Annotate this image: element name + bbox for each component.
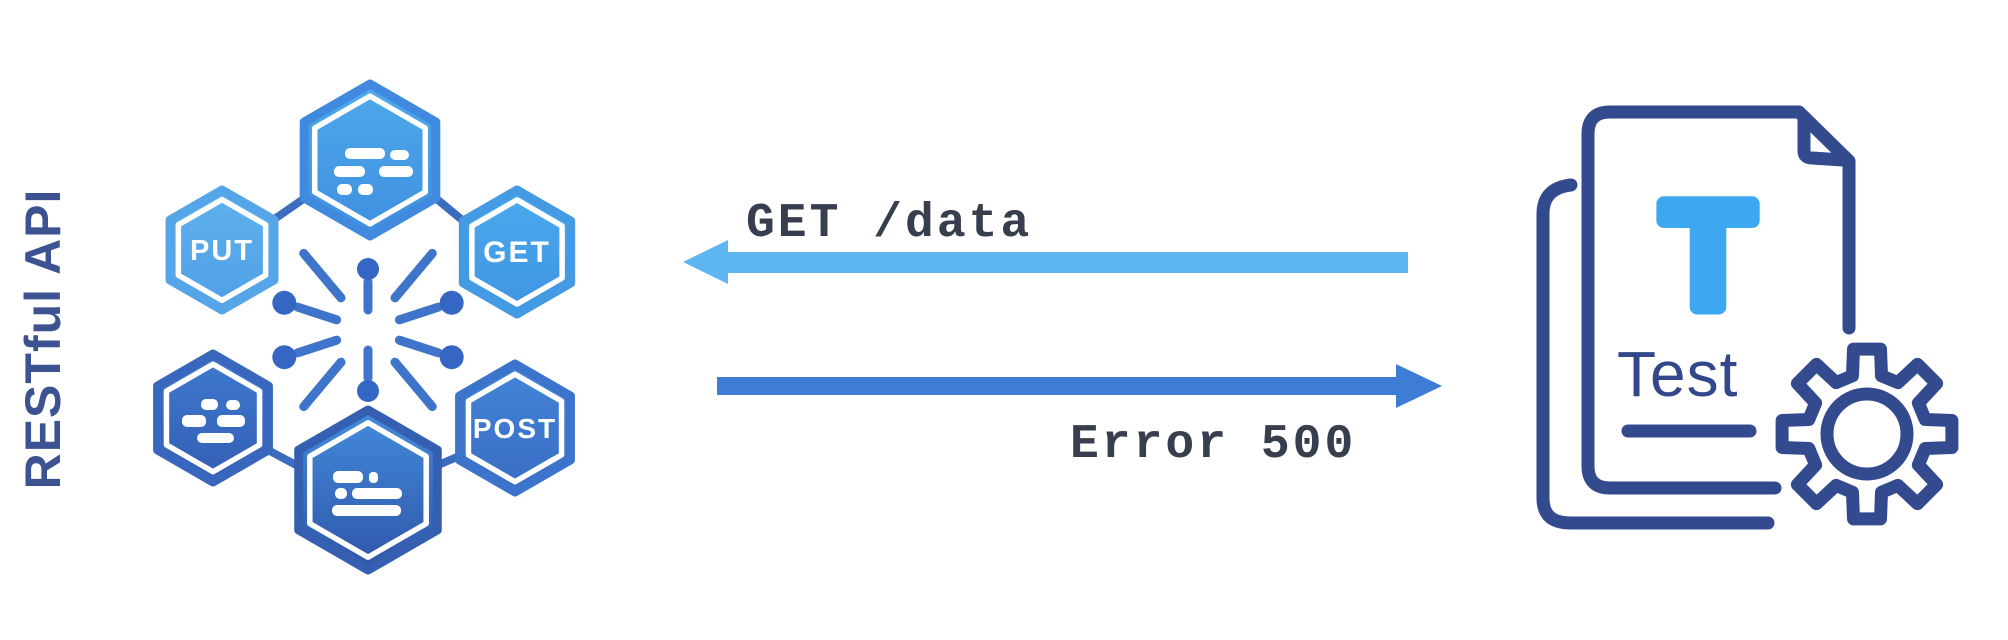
document-front-sheet-icon — [1581, 105, 1856, 495]
restful-api-title: RESTful API — [15, 189, 71, 490]
test-node — [1536, 105, 1959, 530]
response-label: Error 500 — [1070, 418, 1356, 472]
network-hub-icon — [272, 248, 464, 412]
gear-icon — [1775, 342, 1959, 526]
put-label: PUT — [190, 235, 254, 267]
get-label: GET — [483, 236, 551, 269]
restful-api-cluster: PUT GET POST RESTful API — [15, 79, 576, 575]
response-arrow — [717, 364, 1442, 408]
hexagon-post — [455, 359, 575, 497]
document-fold-icon — [1797, 113, 1850, 167]
request-label: GET /data — [746, 197, 1032, 251]
test-label: Test — [1617, 338, 1738, 410]
request-arrow — [683, 240, 1408, 284]
hexagon-code-bottom — [294, 405, 442, 575]
hexagon-code-left — [153, 349, 273, 487]
hexagon-code-top — [299, 79, 441, 241]
hexagon-get — [458, 185, 576, 319]
post-label: POST — [473, 413, 557, 444]
hexagon-put — [165, 185, 279, 315]
document-back-sheet-icon — [1536, 178, 1775, 530]
message-exchange: GET /data Error 500 — [683, 197, 1442, 472]
test-letter: T — [1662, 171, 1754, 339]
